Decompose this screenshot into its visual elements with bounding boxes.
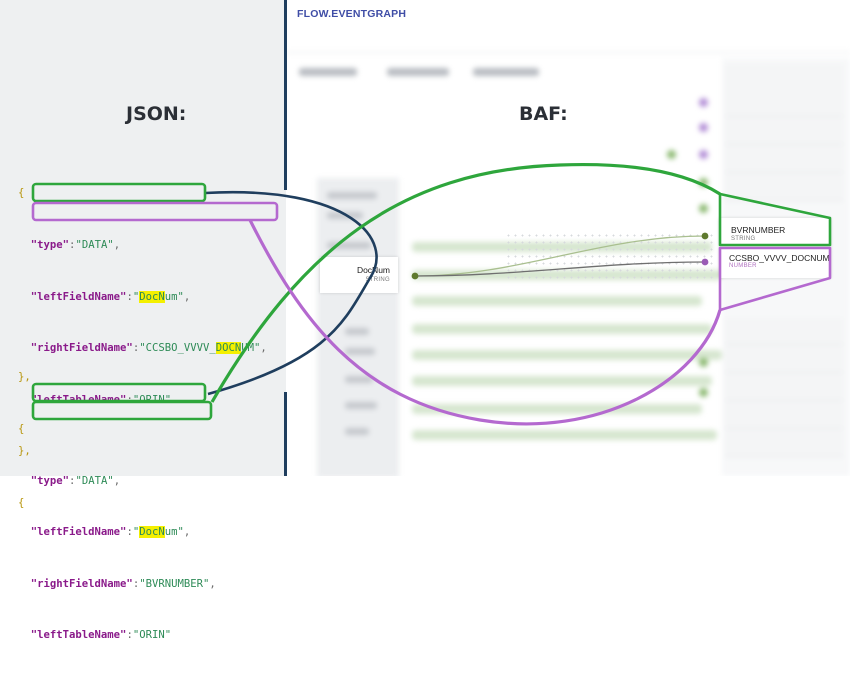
json-highlight-left-field-1 (31, 182, 207, 203)
json-left-field-line-1: "leftFieldName":"DocNum", (30, 290, 191, 303)
app-brand: FLOW.EVENTGRAPH (297, 8, 407, 20)
target-node-ccsbo-docnum[interactable]: CCSBO_VVVV_DOCNUM NUMBER (719, 248, 831, 278)
target-port-dot-bvrnumber[interactable] (701, 232, 709, 240)
target-node-title: BVRNUMBER (731, 225, 786, 235)
source-node-type: STRING (365, 277, 390, 283)
json-heading: JSON: (126, 103, 187, 125)
app-topbar: FLOW.EVENTGRAPH (287, 0, 850, 28)
baf-highlight-bvrnumber (718, 192, 832, 247)
green-link-curve (210, 162, 721, 403)
target-port-dot-ccsbo[interactable] (701, 258, 709, 266)
baf-highlight-ccsbo (718, 246, 832, 312)
baf-heading: BAF: (519, 103, 568, 125)
target-node-title: CCSBO_VVVV_DOCNUM (729, 253, 830, 263)
baf-panel: FLOW.EVENTGRAPH (287, 0, 850, 476)
graph-connections (411, 232, 709, 280)
json-left-field-line-2: "leftFieldName":"DocNum", (30, 526, 191, 539)
purple-link-curve (248, 219, 722, 426)
target-node-type: NUMBER (729, 263, 757, 269)
graph-dot-grid (505, 232, 715, 282)
navy-link-curve (204, 190, 378, 396)
panel-divider-bottom (284, 392, 287, 476)
json-highlight-right-field-2 (31, 400, 213, 421)
source-port-dot[interactable] (411, 272, 419, 280)
json-right-field-line-2: "rightFieldName":"BVRNUMBER", (30, 577, 216, 590)
json-highlight-left-field-2 (31, 382, 207, 403)
connection-line-bvrnumber (414, 235, 706, 277)
json-right-field-line-1: "rightFieldName":"CCSBO_VVVV_DOCNUM", (30, 342, 267, 355)
panel-divider-top (284, 0, 287, 190)
target-node-type: STRING (731, 236, 756, 242)
target-node-bvrnumber[interactable]: BVRNUMBER STRING (719, 218, 831, 248)
json-highlight-right-field-1 (31, 201, 279, 222)
annotation-overlay (31, 162, 832, 426)
connection-line-ccsbo (414, 261, 706, 277)
